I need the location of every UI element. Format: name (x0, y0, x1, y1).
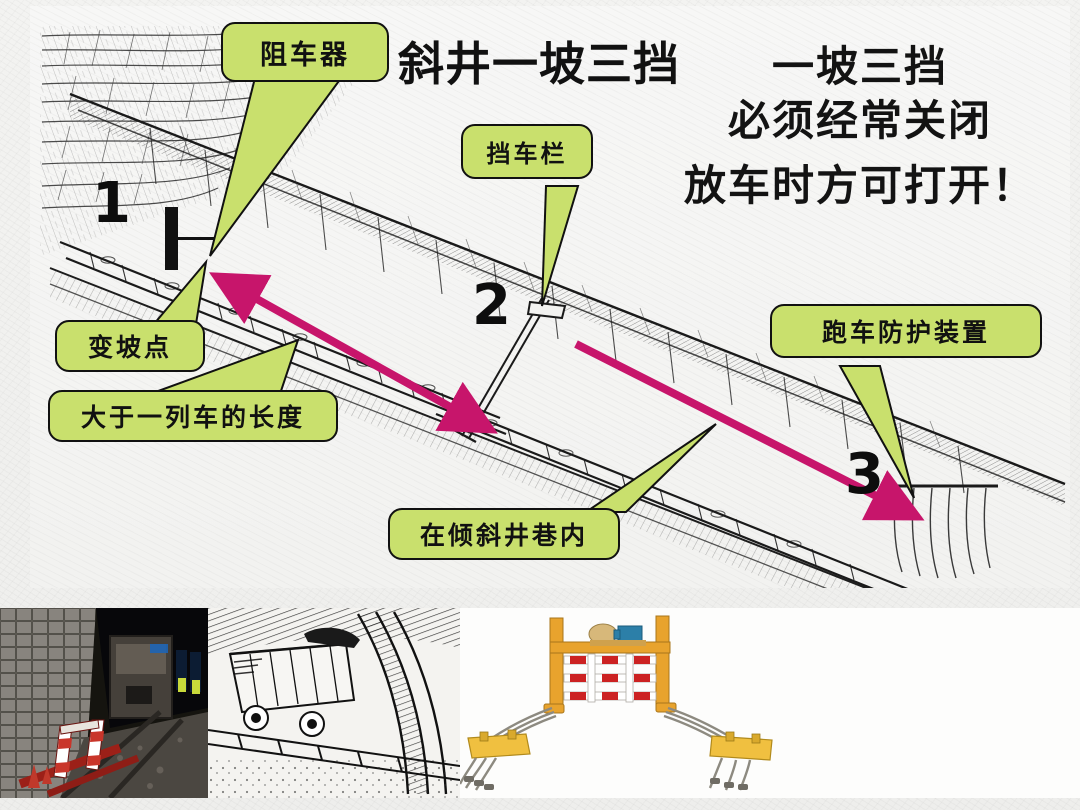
tail-slope-change-point (151, 258, 208, 325)
photo-mine-tunnel-barrier[interactable] (0, 608, 208, 798)
callout-car-stopper[interactable]: 阻车器 (221, 22, 389, 82)
callout-car-barrier[interactable]: 挡车栏 (461, 124, 593, 179)
notice-line-3: 放车时方可打开！ (683, 161, 1036, 211)
runaway-protection-net (892, 484, 998, 579)
callout-slope-change-point-label: 变坡点 (87, 333, 172, 362)
tail-runaway-device (838, 365, 915, 499)
callout-longer-than-train-label: 大于一列车的长度 (80, 403, 305, 432)
distance-arrow-1-to-2 (209, 272, 498, 434)
callout-tails (149, 65, 915, 513)
marker-number-1: 1 (92, 171, 131, 236)
callout-car-stopper-label: 阻车器 (260, 39, 350, 71)
callout-runaway-protection-device[interactable]: 跑车防护装置 (770, 304, 1042, 358)
tail-car-barrier (541, 185, 580, 307)
notice-line-2: 必须经常关闭 (727, 95, 992, 145)
callout-longer-than-train[interactable]: 大于一列车的长度 (48, 390, 338, 442)
callout-runaway-protection-device-label: 跑车防护装置 (821, 318, 990, 347)
callout-in-inclined-shaft-label: 在倾斜井巷内 (419, 521, 588, 550)
photo-strip (0, 608, 1080, 798)
photo-runaway-protection-gate[interactable] (460, 608, 1080, 798)
notice-line-1: 一坡三挡 (771, 42, 948, 91)
page-title: 斜井一坡三挡 (398, 37, 680, 91)
marker-number-3: 3 (845, 442, 884, 507)
notice-block: 一坡三挡 必须经常关闭 放车时方可打开！ (660, 42, 1060, 211)
callout-in-inclined-shaft[interactable]: 在倾斜井巷内 (388, 508, 620, 560)
callout-slope-change-point[interactable]: 变坡点 (55, 320, 205, 372)
direction-arrow-to-3 (574, 340, 925, 521)
marker-number-2: 2 (472, 273, 511, 338)
car-stopper-rail-tick (176, 237, 214, 240)
car-stopper-marker (165, 207, 178, 270)
photo-derailed-mine-cart-drawing[interactable] (208, 608, 460, 798)
callout-car-barrier-label: 挡车栏 (486, 140, 568, 168)
inclined-shaft-diagram (30, 6, 1070, 588)
